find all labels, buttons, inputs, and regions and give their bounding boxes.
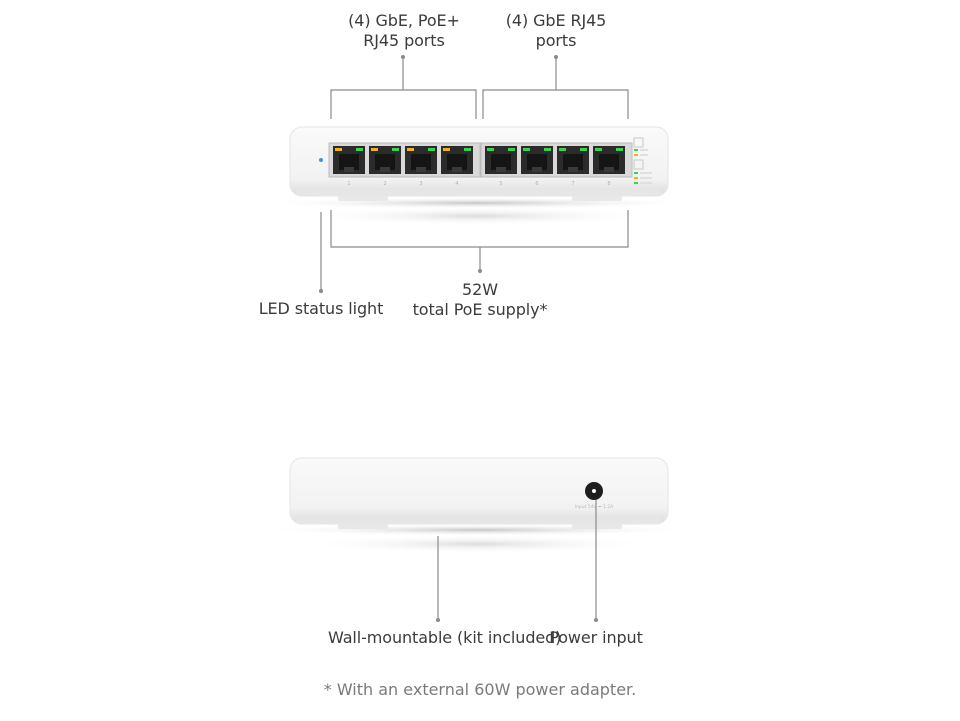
port-number-4: 4	[455, 181, 458, 187]
rj45-port-6	[521, 146, 553, 174]
rj45-port-2	[369, 146, 401, 174]
callout-poe-ports: (4) GbE, PoE+ RJ45 ports	[348, 11, 460, 50]
callout-poe-budget: 52W total PoE supply*	[412, 280, 548, 319]
rj45-port-8	[593, 146, 625, 174]
rear-power-rating: Input 54V ⎓ 1.2A	[575, 504, 614, 510]
rj45-port-1	[333, 146, 365, 174]
rj45-port-3	[405, 146, 437, 174]
rj45-port-5	[485, 146, 517, 174]
callout-power-input: Power input	[549, 628, 643, 647]
footnote: * With an external 60W power adapter.	[323, 680, 637, 699]
led-status-light	[319, 158, 323, 162]
callout-wall-mount: Wall-mountable (kit included)	[328, 628, 562, 647]
port-number-7: 7	[571, 181, 574, 187]
port-number-1: 1	[347, 181, 350, 187]
callout-led-status: LED status light	[258, 299, 384, 318]
rj45-port-7	[557, 146, 589, 174]
switch-front-view: 1 2 3 4 5 6 7 8	[256, 126, 700, 225]
port-number-5: 5	[499, 181, 502, 187]
port-number-6: 6	[535, 181, 538, 187]
port-number-2: 2	[383, 181, 386, 187]
port-number-8: 8	[607, 181, 610, 187]
callout-gbe-ports: (4) GbE RJ45 ports	[505, 11, 607, 50]
rj45-port-4	[441, 146, 473, 174]
port-number-3: 3	[419, 181, 422, 187]
